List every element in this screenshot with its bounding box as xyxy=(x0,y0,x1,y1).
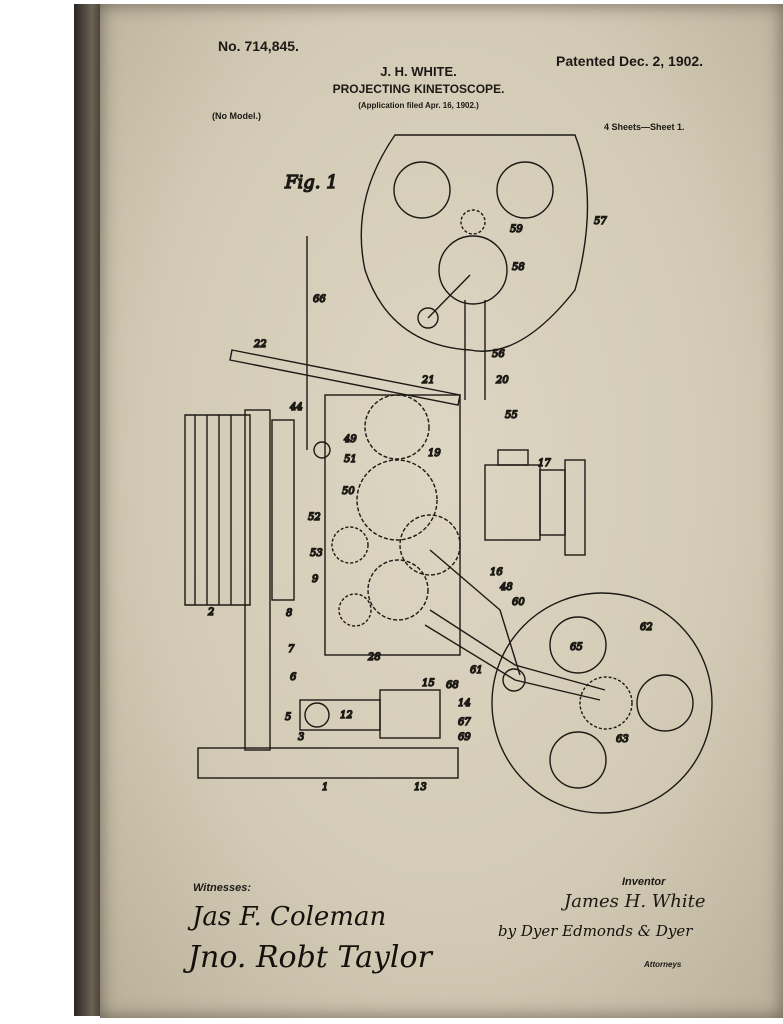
gear xyxy=(356,459,438,541)
no-model-note: (No Model.) xyxy=(212,111,261,121)
part-number-label: 48 xyxy=(499,582,513,593)
gear xyxy=(438,235,508,305)
patent-title: PROJECTING KINETOSCOPE. xyxy=(332,82,505,96)
attorneys-label: Attorneys xyxy=(644,960,682,969)
part-number-label: 12 xyxy=(340,710,353,721)
part-number-label: 63 xyxy=(616,734,629,745)
part-number-label: 28 xyxy=(367,652,381,663)
part-number-label: 50 xyxy=(342,486,355,497)
part-number-label: 51 xyxy=(344,454,357,465)
part-number-label: 52 xyxy=(308,512,321,523)
part-number-label: 60 xyxy=(512,597,525,608)
frame-post xyxy=(244,409,271,751)
part-number-label: 14 xyxy=(458,698,471,709)
part-number-label: 16 xyxy=(490,567,503,578)
sheet-count: 4 Sheets—Sheet 1. xyxy=(604,122,685,132)
part-number-label: 9 xyxy=(312,574,319,585)
application-filed: (Application filed Apr. 16, 1902.) xyxy=(358,101,479,110)
part-number-label: 58 xyxy=(512,262,525,273)
projection-lens xyxy=(484,464,541,541)
part-number-label: 68 xyxy=(446,680,459,691)
lever-arm xyxy=(229,349,461,406)
part-number-label: 6 xyxy=(290,672,297,683)
lower-reel xyxy=(491,592,713,814)
lamp-bellows xyxy=(184,414,251,606)
part-number-label: 2 xyxy=(207,607,214,618)
part-number-label: 19 xyxy=(428,448,441,459)
part-number-label: 3 xyxy=(298,732,304,743)
part-number-label: 66 xyxy=(313,294,326,305)
part-number-label: 57 xyxy=(594,216,607,227)
part-number-label: 20 xyxy=(495,375,509,386)
part-number-label: 69 xyxy=(458,732,471,743)
upper-reel-housing xyxy=(360,134,589,352)
part-number-label: 61 xyxy=(470,665,483,676)
part-number-label: 7 xyxy=(288,644,295,655)
part-number-label: 49 xyxy=(343,434,357,445)
patent-number: No. 714,845. xyxy=(218,38,299,54)
sprocket xyxy=(460,209,486,235)
canvas-print xyxy=(100,4,783,1018)
part-number-label: 22 xyxy=(253,339,267,350)
figure-label: Fig. 1 xyxy=(284,172,338,193)
attorney-signature: by Dyer Edmonds & Dyer xyxy=(498,922,693,940)
reel-hole xyxy=(393,161,451,219)
part-number-label: 59 xyxy=(510,224,523,235)
part-number-label: 8 xyxy=(286,608,292,619)
part-number-label: 44 xyxy=(289,402,303,413)
part-number-labels: 57 59 58 66 22 56 20 21 55 44 17 19 49 5… xyxy=(206,215,653,793)
part-number-label: 67 xyxy=(458,717,471,728)
part-number-label: 1 xyxy=(322,782,328,793)
reel-hole xyxy=(496,161,554,219)
gear xyxy=(367,559,429,621)
witness-signature-1: Jas F. Coleman xyxy=(192,902,387,932)
base xyxy=(197,747,459,779)
part-number-label: 55 xyxy=(505,410,518,421)
part-number-label: 62 xyxy=(640,622,653,633)
part-number-label: 15 xyxy=(422,678,435,689)
gear xyxy=(364,394,430,460)
inventor-label: Inventor xyxy=(622,876,666,888)
part-number-label: 65 xyxy=(570,642,583,653)
canvas-side-edge xyxy=(74,4,104,1016)
part-number-label: 13 xyxy=(414,782,427,793)
witnesses-label: Witnesses: xyxy=(193,882,251,894)
inventor-heading: J. H. WHITE. xyxy=(380,64,457,79)
gear xyxy=(399,514,461,576)
part-number-label: 5 xyxy=(285,712,291,723)
part-number-label: 21 xyxy=(421,375,435,386)
inventor-signature: James H. White xyxy=(564,891,706,912)
part-number-label: 56 xyxy=(492,349,505,360)
witness-signature-2: Jno. Robt Taylor xyxy=(188,940,432,975)
part-number-label: 53 xyxy=(310,548,323,559)
patented-date: Patented Dec. 2, 1902. xyxy=(556,53,704,69)
part-number-label: 17 xyxy=(538,458,551,469)
